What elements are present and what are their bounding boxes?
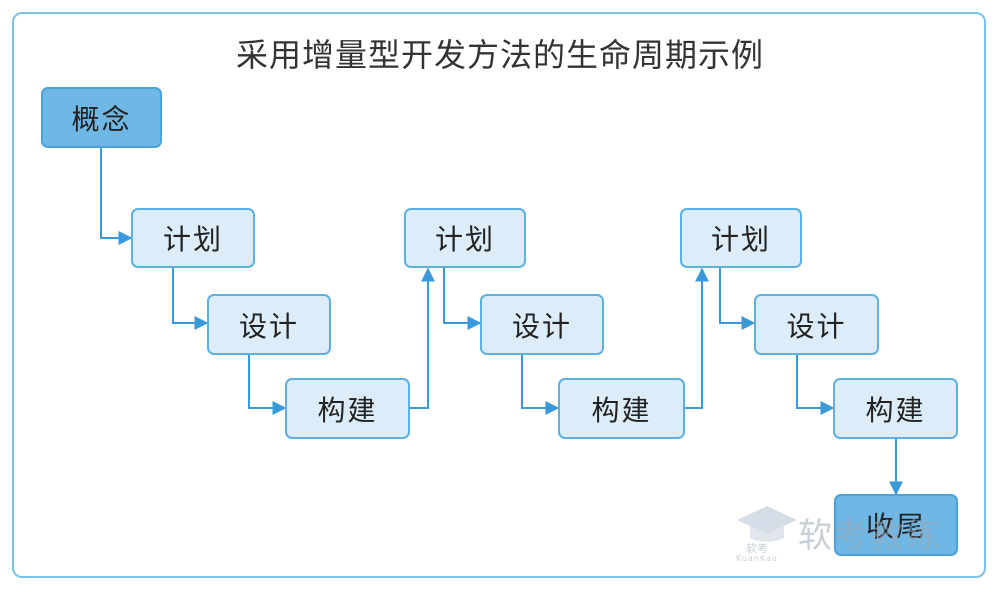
connector-design1-build1 — [248, 355, 287, 415]
node-design-2: 设计 — [480, 294, 604, 355]
node-concept: 概念 — [41, 87, 162, 148]
node-build-3: 构建 — [833, 378, 958, 439]
node-design-3: 设计 — [754, 294, 879, 355]
node-build-1: 构建 — [285, 378, 410, 439]
connector-design3-build3 — [796, 355, 835, 415]
connector-build2-plan3 — [685, 267, 709, 409]
connector-concept-plan1 — [100, 148, 133, 245]
connector-build1-plan2 — [410, 267, 435, 409]
connector-plan2-design2 — [443, 268, 482, 330]
connector-plan3-design3 — [719, 268, 756, 330]
node-plan-2: 计划 — [404, 208, 526, 268]
node-plan-3: 计划 — [680, 208, 802, 268]
node-closeout: 收尾 — [834, 494, 958, 556]
connector-design2-build2 — [521, 355, 560, 415]
connector-plan1-design1 — [172, 268, 209, 330]
diagram-title: 采用增量型开发方法的生命周期示例 — [235, 36, 764, 74]
node-build-2: 构建 — [558, 378, 685, 439]
node-design-1: 设计 — [207, 294, 331, 355]
node-plan-1: 计划 — [131, 208, 255, 268]
